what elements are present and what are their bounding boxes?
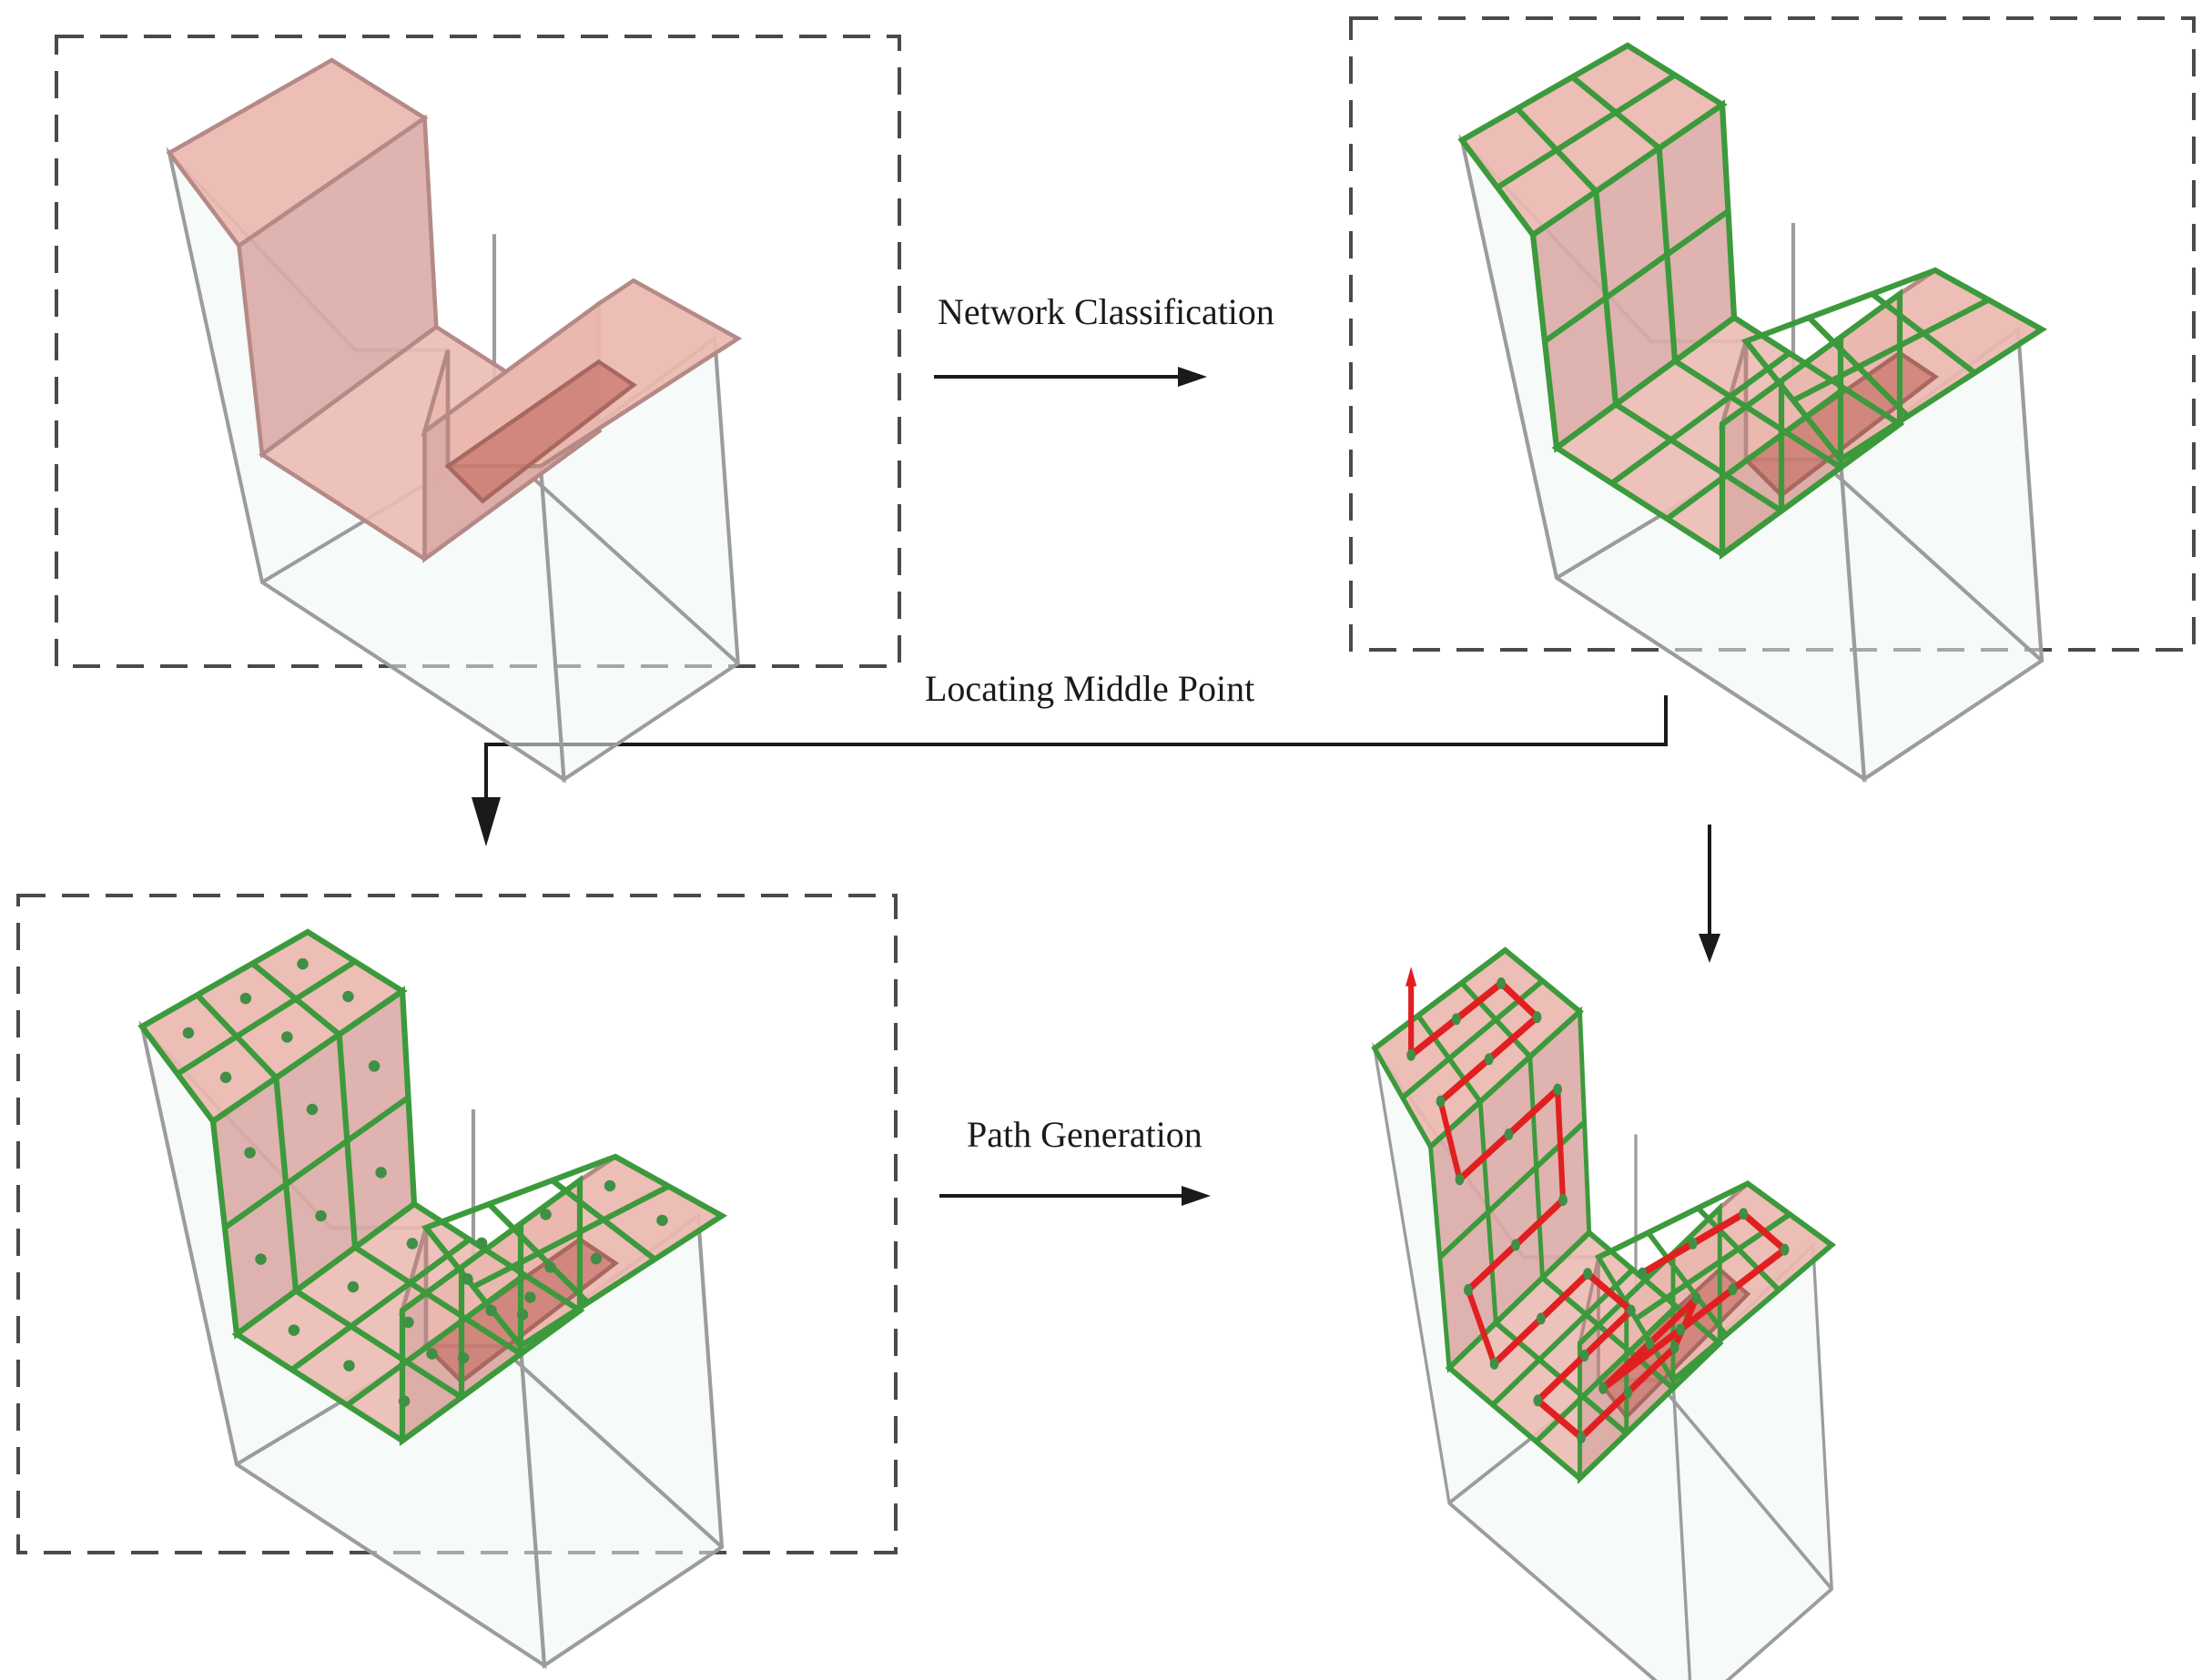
mesh-line — [1673, 359, 1842, 471]
middle-point — [1533, 1394, 1543, 1407]
middle-point — [244, 1147, 256, 1159]
middle-point — [1497, 977, 1507, 989]
middle-point — [1691, 1292, 1701, 1305]
middle-point — [1455, 1173, 1465, 1186]
middle-point — [297, 957, 309, 970]
middle-point — [342, 990, 354, 1003]
mesh-line — [1665, 386, 1847, 521]
mesh-outline — [1578, 1202, 1722, 1484]
middle-point — [1780, 1243, 1790, 1256]
tool-entry-arrow — [1699, 825, 1720, 963]
middle-point — [590, 1252, 603, 1265]
middle-point — [315, 1209, 327, 1222]
middle-point — [524, 1291, 536, 1303]
middle-point — [604, 1179, 616, 1192]
mesh-line — [345, 1272, 527, 1408]
middle-point — [1406, 1048, 1416, 1061]
mesh-line — [1791, 297, 1990, 403]
middle-points-model — [137, 928, 728, 1665]
middle-point — [457, 1351, 470, 1364]
middle-point — [540, 1209, 552, 1220]
middle-point — [1598, 1381, 1608, 1394]
middle-point — [306, 1103, 319, 1116]
mesh-line — [294, 1288, 463, 1400]
middle-point — [1626, 1304, 1636, 1317]
mesh-line — [223, 1095, 411, 1230]
mesh-outline — [1594, 1179, 1837, 1384]
middle-point — [1728, 1283, 1738, 1296]
middle-point — [544, 1261, 556, 1273]
middle-point — [219, 1071, 232, 1084]
middle-point — [1583, 1268, 1593, 1280]
middle-point — [1645, 1337, 1655, 1350]
middle-point — [1579, 1350, 1589, 1361]
tool-path — [1409, 979, 1788, 1442]
middle-point — [398, 1395, 411, 1407]
middle-point — [426, 1348, 438, 1360]
mesh-line — [1496, 72, 1677, 190]
mesh-outline — [399, 1174, 583, 1447]
middle-point — [1484, 1053, 1494, 1066]
middle-point — [1463, 1283, 1473, 1296]
mesh-line — [1614, 401, 1783, 513]
input-model — [169, 60, 738, 780]
middle-point — [406, 1238, 419, 1250]
middle-point-arrow — [472, 695, 1668, 846]
middle-point — [288, 1324, 300, 1336]
middle-point — [1676, 1323, 1686, 1336]
right-ledge-wall-mesh — [1719, 288, 1903, 561]
path-generation-arrow — [939, 1186, 1211, 1206]
right-ledge-wall-mesh — [399, 1174, 583, 1447]
middle-point — [375, 1167, 387, 1179]
tool-exit-arrow-head — [1405, 967, 1417, 987]
middle-point — [1553, 1083, 1563, 1096]
mesh-line — [289, 1237, 472, 1372]
middle-point — [1511, 1239, 1520, 1251]
generated-path-model — [1371, 946, 1837, 1680]
middle-point — [1739, 1208, 1749, 1220]
middle-point — [347, 1280, 360, 1293]
middle-point — [1623, 1386, 1633, 1399]
middle-point — [1504, 1128, 1514, 1140]
network-classification-label: Network Classification — [938, 291, 1274, 332]
middle-point — [255, 1253, 267, 1265]
mesh-line — [1609, 350, 1791, 486]
middle-point — [182, 1027, 195, 1039]
middle-point — [368, 1060, 381, 1072]
mesh-outline — [1740, 267, 2048, 464]
middle-point — [1536, 1312, 1546, 1325]
mesh-outline — [1719, 288, 1903, 561]
middle-point — [1558, 1194, 1568, 1207]
path-generation-label: Path Generation — [967, 1114, 1202, 1155]
middle-point — [485, 1304, 497, 1317]
mesh-line — [176, 958, 357, 1077]
mesh-line — [353, 1245, 523, 1357]
middle-point — [239, 992, 252, 1005]
middle-point — [281, 1031, 293, 1043]
right-ledge-top-mesh — [1740, 267, 2048, 464]
middle-point — [475, 1237, 488, 1250]
classification-arrow — [934, 367, 1207, 387]
mesh-line — [1543, 208, 1730, 344]
locating-middle-point-label: Locating Middle Point — [925, 668, 1254, 709]
middle-point — [1436, 1095, 1446, 1108]
middle-point — [1577, 1431, 1587, 1443]
middle-point — [343, 1360, 355, 1371]
middle-point — [462, 1273, 473, 1285]
mesh-outline — [421, 1153, 728, 1351]
middle-point — [402, 1316, 414, 1329]
slot-floor-mesh — [231, 1200, 585, 1444]
middle-point — [1638, 1267, 1648, 1280]
middle-point — [516, 1309, 529, 1321]
middle-point — [1669, 1341, 1679, 1354]
classified-faces-model — [1457, 42, 2048, 779]
middle-point — [1532, 1011, 1542, 1024]
right-ledge-top-mesh — [421, 1153, 728, 1351]
middle-point — [1688, 1237, 1698, 1250]
middle-point — [1451, 1013, 1461, 1026]
middle-point — [656, 1214, 668, 1227]
middle-point — [1489, 1357, 1499, 1370]
mesh-line — [472, 1183, 670, 1290]
